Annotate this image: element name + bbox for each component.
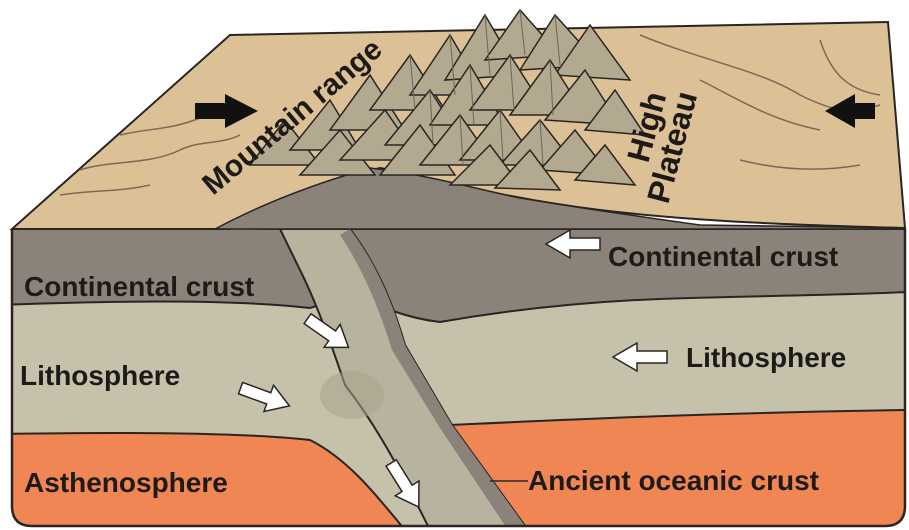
label-asthenosphere: Asthenosphere [24, 467, 228, 498]
slab-shadow [320, 371, 384, 419]
label-lithosphere-right: Lithosphere [686, 342, 846, 373]
label-lithosphere-left: Lithosphere [20, 360, 180, 391]
label-continental-crust-left: Continental crust [24, 271, 254, 302]
label-ancient-oceanic-crust: Ancient oceanic crust [528, 465, 819, 496]
label-continental-crust-right: Continental crust [608, 241, 838, 272]
